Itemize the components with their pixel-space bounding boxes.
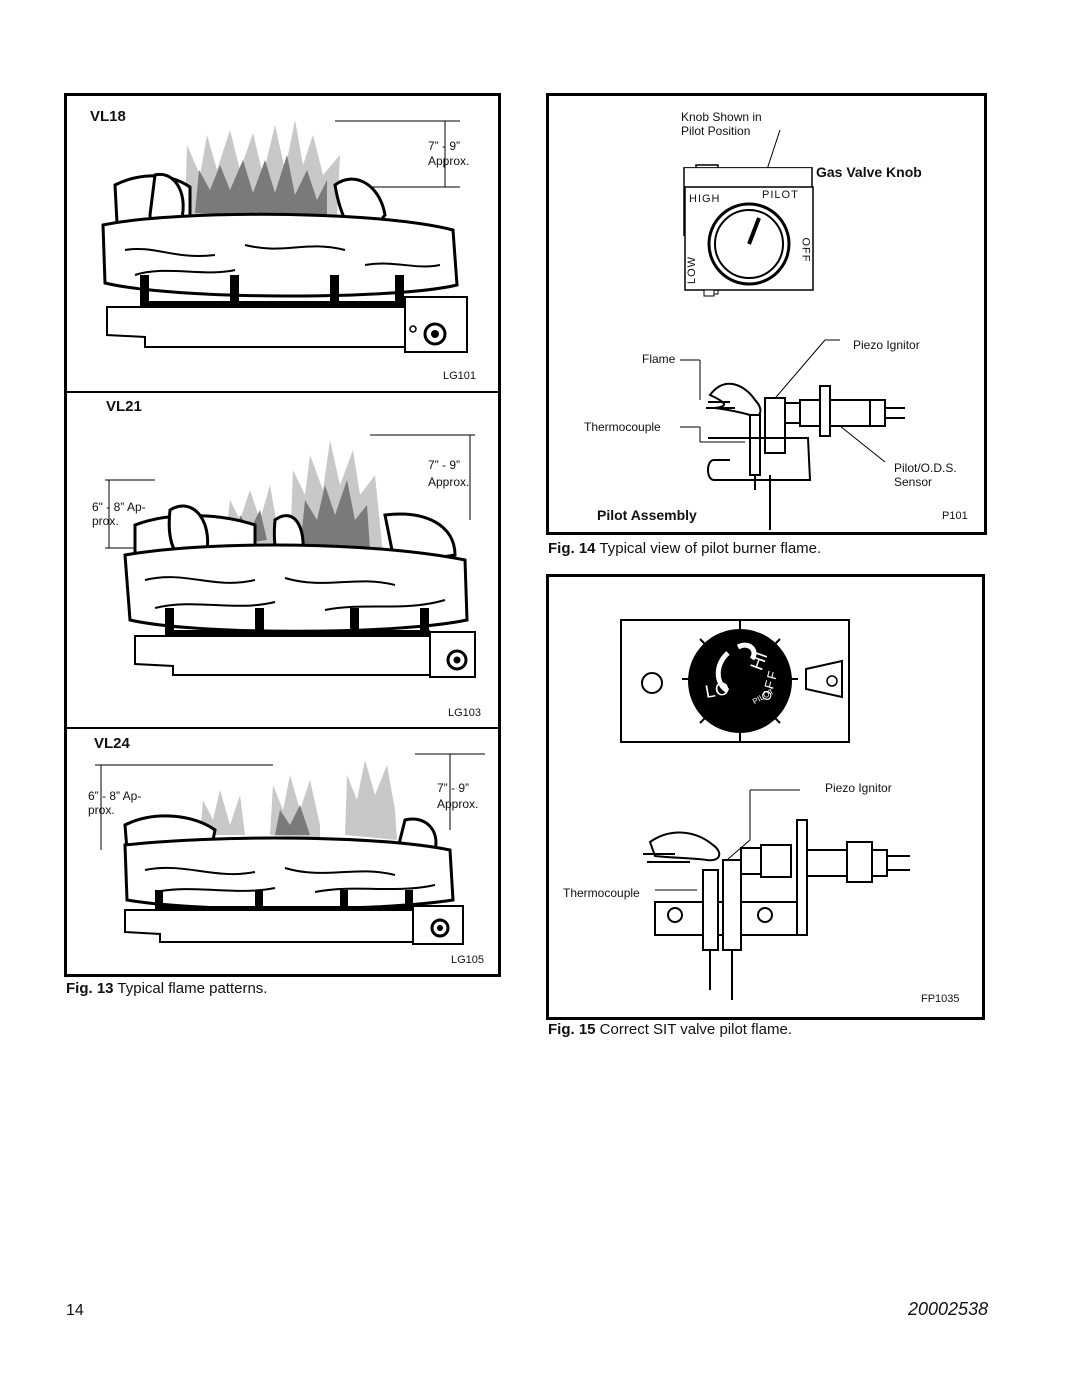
- fig14-piezo-label: Piezo Ignitor: [853, 338, 920, 352]
- pilot-assembly-label: Pilot Assembly: [597, 507, 697, 523]
- vl21-height-label: 7” - 9”: [428, 458, 461, 472]
- vl21-depth-label-2: prox.: [92, 514, 119, 528]
- fig13-caption: Fig. 13 Typical flame patterns.: [66, 980, 267, 997]
- vl18-code: LG101: [443, 370, 477, 382]
- vl21-code: LG103: [448, 707, 482, 719]
- knob-shown-label-2: Pilot Position: [681, 124, 751, 138]
- vl24-approx-label: Approx.: [437, 797, 479, 811]
- pilot-ods-label-1: Pilot/O.D.S.: [894, 461, 957, 475]
- fig15-caption-label: Fig. 15: [548, 1021, 596, 1038]
- fig13-caption-text: Typical flame patterns.: [113, 980, 268, 997]
- fig13-divider-2: [66, 727, 499, 729]
- pilot-ods-label-2: Sensor: [894, 475, 933, 489]
- fig13-caption-label: Fig. 13: [66, 980, 114, 997]
- fig15-caption: Fig. 15 Correct SIT valve pilot flame.: [548, 1021, 792, 1038]
- vl24-code: LG105: [451, 954, 485, 966]
- vl24-log-illustration: [95, 753, 485, 945]
- fig15-thermocouple-label: Thermocouple: [563, 886, 640, 900]
- dial-off-label: OFF: [799, 237, 812, 263]
- vl18-height-label: 7” - 9”: [428, 139, 461, 153]
- vl24-height-label: 7” - 9”: [437, 781, 470, 795]
- gas-valve-knob-label: Gas Valve Knob: [816, 164, 922, 180]
- vl18-log-illustration: [101, 120, 468, 353]
- fig14-caption: Fig. 14 Typical view of pilot burner fla…: [548, 540, 821, 557]
- knob-shown-label-1: Knob Shown in: [681, 110, 762, 124]
- gas-valve-knob-body: [684, 186, 814, 297]
- vl21-title: VL21: [106, 398, 142, 415]
- vl24-title: VL24: [94, 735, 130, 752]
- document-number: 20002538: [908, 1299, 989, 1319]
- dial-low-label: LOW: [686, 255, 699, 285]
- fig14-caption-text: Typical view of pilot burner flame.: [595, 540, 822, 557]
- fig15-code: FP1035: [921, 993, 960, 1005]
- sit-pilot-assembly-diagram: [643, 789, 910, 1000]
- page-number: 14: [66, 1302, 84, 1319]
- fig15-frame: [546, 574, 985, 1020]
- vl21-depth-label-1: 6" - 8” Ap-: [92, 500, 146, 514]
- dial-lo-label: LO: [703, 678, 731, 702]
- pilot-assembly-diagram: [680, 339, 905, 530]
- vl18-approx-label: Approx.: [428, 154, 470, 168]
- fig14-flame-label: Flame: [642, 352, 676, 366]
- dial-high-label: HIGH: [689, 193, 721, 205]
- fig14-frame: [546, 93, 987, 535]
- fig15-caption-text: Correct SIT valve pilot flame.: [595, 1021, 792, 1038]
- dial-pilot-label: PILOT: [762, 189, 799, 201]
- fig14-thermocouple-label: Thermocouple: [584, 420, 661, 434]
- sit-valve-dial-diagram: [620, 619, 850, 743]
- fig14-code: P101: [942, 510, 968, 522]
- fig14-caption-label: Fig. 14: [548, 540, 596, 557]
- vl18-title: VL18: [90, 108, 126, 125]
- fig13-divider-1: [66, 391, 499, 393]
- vl21-approx-label: Approx.: [428, 475, 470, 489]
- fig15-piezo-label: Piezo Ignitor: [825, 781, 892, 795]
- vl21-log-illustration: [105, 434, 476, 678]
